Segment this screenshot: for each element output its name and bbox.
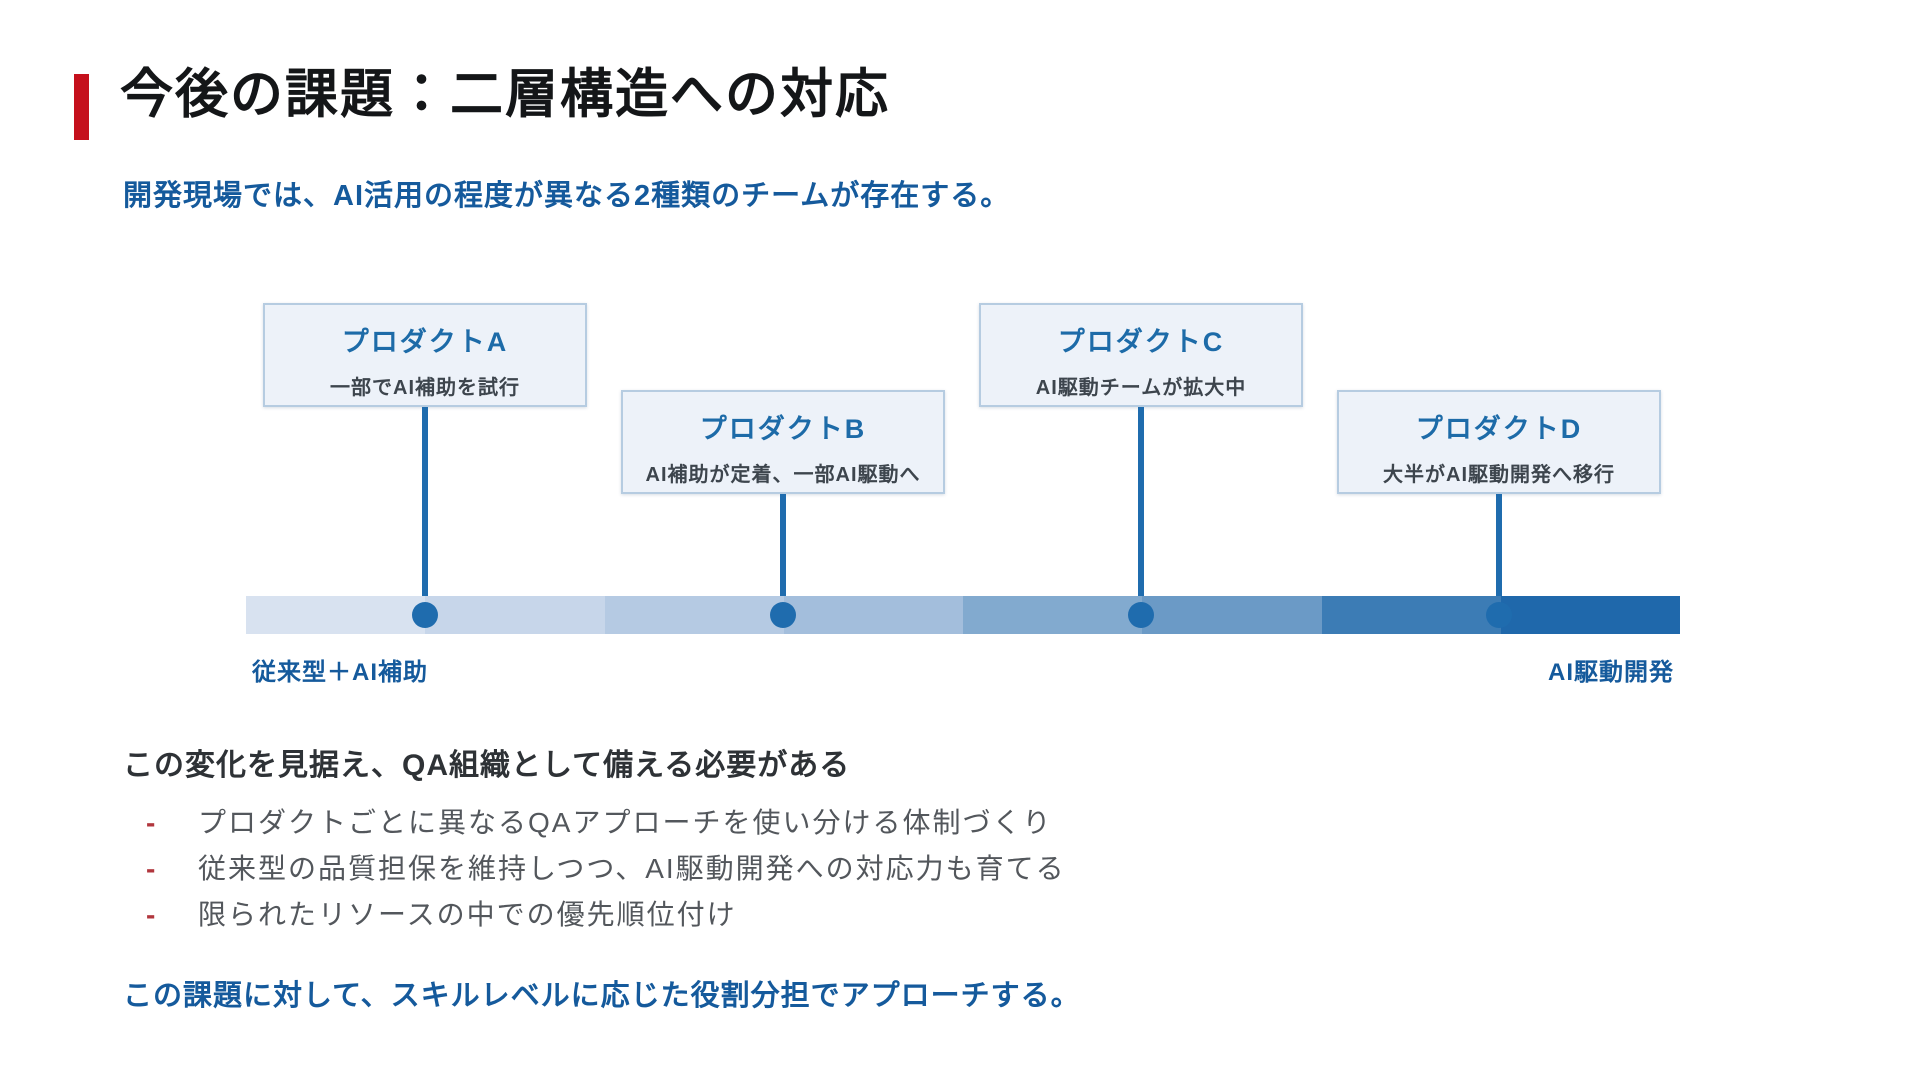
summary-bullet-list: - プロダクトごとに異なるQAアプローチを使い分ける体制づくり - 従来型の品質… xyxy=(140,800,1066,938)
bullet-text: 限られたリソースの中での優先順位付け xyxy=(198,899,737,930)
product-name: プロダクトA xyxy=(341,327,509,357)
title-accent-bar xyxy=(74,74,89,140)
connector-line-d xyxy=(1496,494,1502,596)
product-card-d: プロダクトD 大半がAI駆動開発へ移行 xyxy=(1337,390,1661,494)
gradient-segment xyxy=(246,596,426,634)
product-desc: 一部でAI補助を試行 xyxy=(330,377,520,399)
gradient-segment xyxy=(1500,596,1680,634)
list-item: - 従来型の品質担保を維持しつつ、AI駆動開発への対応力も育てる xyxy=(140,846,1066,892)
maturity-gradient-bar xyxy=(246,596,1680,634)
product-name: プロダクトC xyxy=(1057,327,1225,357)
bullet-dash: - xyxy=(146,807,158,838)
gradient-segment xyxy=(783,596,963,634)
axis-label-right: AI駆動開発 xyxy=(1548,659,1674,686)
timeline-dot-c xyxy=(1128,602,1154,628)
bullet-text: 従来型の品質担保を維持しつつ、AI駆動開発への対応力も育てる xyxy=(198,853,1066,884)
gradient-segment xyxy=(425,596,605,634)
summary-heading: この変化を見据え、QA組織として備える必要がある xyxy=(123,749,851,782)
timeline-dot-a xyxy=(412,602,438,628)
list-item: - プロダクトごとに異なるQAアプローチを使い分ける体制づくり xyxy=(140,800,1066,846)
gradient-segment xyxy=(963,596,1143,634)
axis-labels: 従来型＋AI補助 AI駆動開発 xyxy=(246,652,1680,687)
gradient-segment xyxy=(1321,596,1501,634)
product-desc: 大半がAI駆動開発へ移行 xyxy=(1383,464,1615,486)
bullet-dash: - xyxy=(146,853,158,884)
maturity-diagram: プロダクトA 一部でAI補助を試行 プロダクトB AI補助が定着、一部AI駆動へ… xyxy=(246,300,1680,700)
product-card-a: プロダクトA 一部でAI補助を試行 xyxy=(263,303,587,407)
product-card-b: プロダクトB AI補助が定着、一部AI駆動へ xyxy=(621,390,945,494)
timeline-dot-b xyxy=(770,602,796,628)
axis-label-left: 従来型＋AI補助 xyxy=(252,659,428,686)
gradient-segment xyxy=(1142,596,1322,634)
product-name: プロダクトD xyxy=(1415,414,1583,444)
product-card-c: プロダクトC AI駆動チームが拡大中 xyxy=(979,303,1303,407)
list-item: - 限られたリソースの中での優先順位付け xyxy=(140,892,1066,938)
timeline-dot-d xyxy=(1486,602,1512,628)
bullet-dash: - xyxy=(146,899,158,930)
subtitle: 開発現場では、AI活用の程度が異なる2種類のチームが存在する。 xyxy=(123,180,1011,212)
bullet-text: プロダクトごとに異なるQAアプローチを使い分ける体制づくり xyxy=(198,807,1053,838)
product-name: プロダクトB xyxy=(699,414,867,444)
connector-line-a xyxy=(422,407,428,596)
connector-line-b xyxy=(780,494,786,596)
conclusion: この課題に対して、スキルレベルに応じた役割分担でアプローチする。 xyxy=(123,980,1081,1012)
product-desc: AI駆動チームが拡大中 xyxy=(1035,377,1247,399)
page-title: 今後の課題：二層構造への対応 xyxy=(120,65,890,124)
gradient-segment xyxy=(604,596,784,634)
connector-line-c xyxy=(1138,407,1144,596)
product-desc: AI補助が定着、一部AI駆動へ xyxy=(645,464,921,486)
